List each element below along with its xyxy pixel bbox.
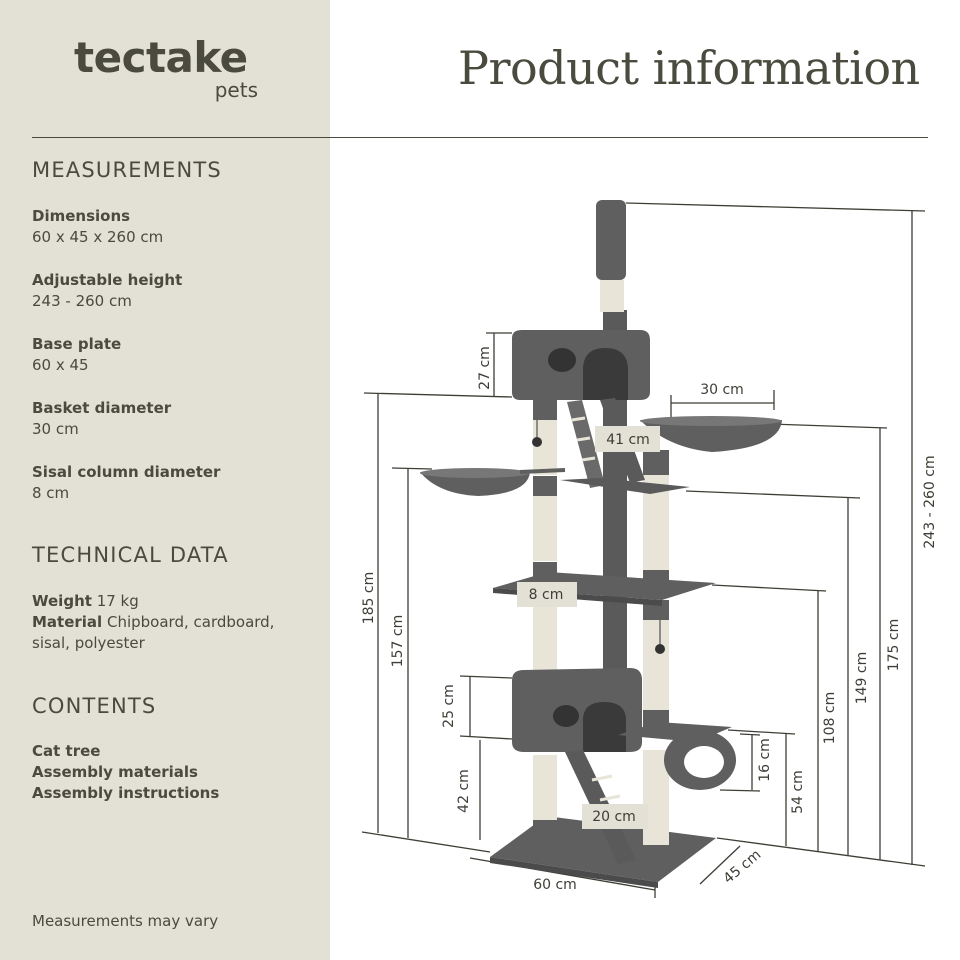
base-plate-edge xyxy=(490,857,658,888)
measurement-value: 60 x 45 x 260 cm xyxy=(32,228,164,246)
upper-cave-window xyxy=(548,348,576,372)
top-cap xyxy=(596,200,626,280)
left-column-foot xyxy=(533,820,557,842)
dim-27cm: 27 cm xyxy=(477,346,493,390)
contents-heading: CONTENTS xyxy=(32,694,157,718)
sidebar-panel xyxy=(0,0,330,960)
material-value: Chipboard, cardboard, sisal, polyester xyxy=(32,613,275,652)
label-bg xyxy=(582,804,648,829)
technical-weight: Weight 17 kg xyxy=(32,591,312,612)
weight-value: 17 kg xyxy=(96,592,139,610)
right-column-foot xyxy=(643,845,669,867)
header-divider xyxy=(32,137,928,138)
measurement-value: 30 cm xyxy=(32,420,79,438)
right-column-sisal xyxy=(643,515,669,570)
right-column-sisal xyxy=(643,750,669,845)
small-shelf xyxy=(560,478,690,494)
left-column-ring xyxy=(533,476,557,496)
left-column-sisal xyxy=(533,496,557,561)
dim-total-height: 243 - 260 cm xyxy=(922,455,938,548)
brand-name: tectake xyxy=(74,33,248,82)
label-bg xyxy=(595,426,660,452)
toy-ball xyxy=(655,644,665,654)
measurement-dimensions: Dimensions 60 x 45 x 260 cm xyxy=(32,206,312,248)
measurement-label: Base plate xyxy=(32,335,122,353)
page-title: Product information xyxy=(458,41,920,95)
lower-cave-window xyxy=(553,705,579,727)
toy-ball xyxy=(532,437,542,447)
dim-54cm: 54 cm xyxy=(790,770,806,814)
measurement-label: Dimensions xyxy=(32,207,131,225)
dim-20cm: 20 cm xyxy=(592,809,636,825)
measurement-adjustable-height: Adjustable height 243 - 260 cm xyxy=(32,270,312,312)
dim-30cm: 30 cm xyxy=(700,382,744,398)
contents-item: Assembly materials xyxy=(32,763,198,781)
dim-42cm: 42 cm xyxy=(456,769,472,813)
left-column-sisal xyxy=(533,755,557,820)
middle-platform xyxy=(493,572,716,600)
dim-25cm: 25 cm xyxy=(441,684,457,728)
brand-logo: tectake pets xyxy=(74,33,260,102)
label-bg xyxy=(517,582,577,607)
right-basket-rim xyxy=(640,416,782,426)
weight-label: Weight xyxy=(32,592,92,610)
dim-45cm: 45 cm xyxy=(721,847,765,887)
dim-157cm: 157 cm xyxy=(390,615,406,668)
ladder-rungs xyxy=(571,416,596,462)
right-column-sisal xyxy=(643,475,669,515)
dim-41cm: 41 cm xyxy=(606,432,650,448)
brand-subtitle: pets xyxy=(214,78,258,102)
contents-list: Cat tree Assembly materials Assembly ins… xyxy=(32,741,312,804)
measurement-sisal-diameter: Sisal column diameter 8 cm xyxy=(32,462,312,504)
ramp-rungs xyxy=(591,774,621,802)
left-basket-rim xyxy=(420,468,530,478)
left-basket xyxy=(420,472,530,496)
measurement-label: Adjustable height xyxy=(32,271,183,289)
tunnel-opening xyxy=(684,746,724,778)
technical-heading: TECHNICAL DATA xyxy=(32,543,229,567)
dim-149cm: 149 cm xyxy=(854,652,870,705)
upper-cave xyxy=(512,330,650,400)
upper-cave-door xyxy=(583,348,628,400)
measurement-value: 60 x 45 xyxy=(32,356,89,374)
cat-tree-diagram: 41 cm 8 cm 20 cm 30 cm 60 cm 45 cm 243 -… xyxy=(361,200,938,898)
technical-material: Material Chipboard, cardboard, sisal, po… xyxy=(32,612,312,654)
measurement-value: 8 cm xyxy=(32,484,70,502)
footnote: Measurements may vary xyxy=(32,912,219,930)
right-column-sisal xyxy=(643,620,669,710)
lower-cave-door xyxy=(583,702,626,752)
left-basket-arm xyxy=(519,468,566,474)
material-label: Material xyxy=(32,613,103,631)
dim-16cm: 16 cm xyxy=(757,738,773,782)
left-column-top xyxy=(533,400,557,422)
dim-60cm: 60 cm xyxy=(533,877,577,893)
dim-108cm: 108 cm xyxy=(822,692,838,745)
measurements-heading: MEASUREMENTS xyxy=(32,158,222,182)
ladder xyxy=(567,400,605,488)
dimension-lines xyxy=(361,202,926,898)
right-column-top xyxy=(643,450,669,475)
right-basket xyxy=(640,420,782,452)
dim-175cm: 175 cm xyxy=(886,619,902,672)
dim-8cm: 8 cm xyxy=(529,587,564,603)
dim-185cm: 185 cm xyxy=(361,572,377,625)
left-column-sisal xyxy=(533,602,557,672)
contents-item: Assembly instructions xyxy=(32,784,220,802)
measurement-label: Sisal column diameter xyxy=(32,463,221,481)
measurement-base-plate: Base plate 60 x 45 xyxy=(32,334,312,376)
contents-item: Cat tree xyxy=(32,742,101,760)
measurement-value: 243 - 260 cm xyxy=(32,292,132,310)
measurement-label: Basket diameter xyxy=(32,399,172,417)
top-sisal xyxy=(600,280,624,312)
measurement-basket-diameter: Basket diameter 30 cm xyxy=(32,398,312,440)
